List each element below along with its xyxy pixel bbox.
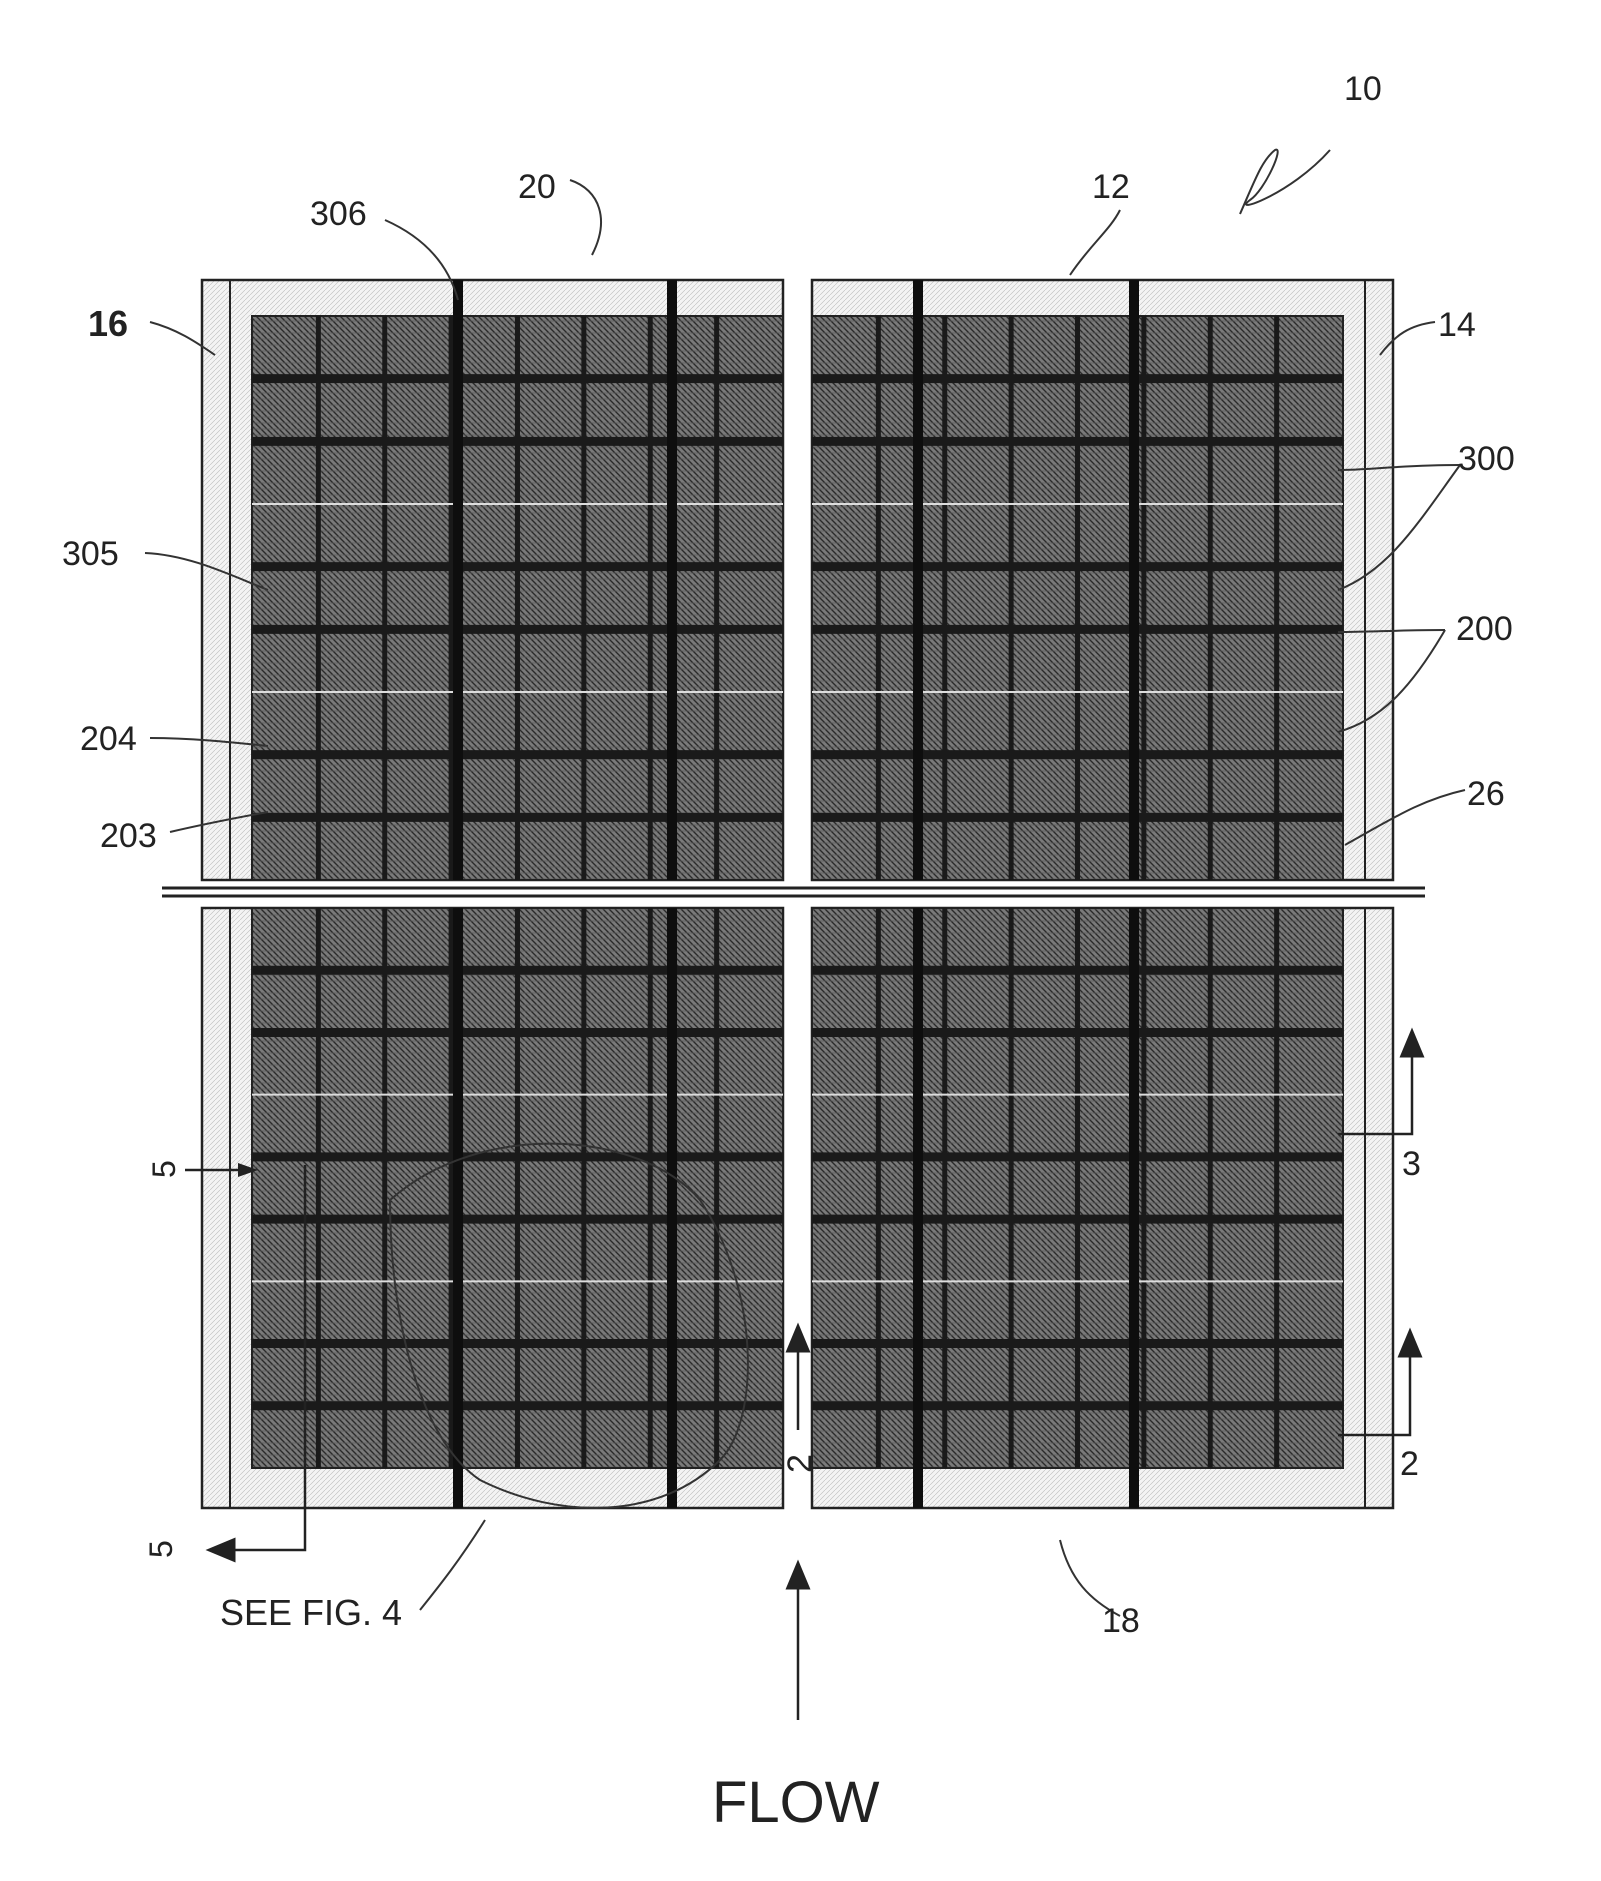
leader-10 (1240, 150, 1330, 214)
ref-306: 306 (310, 195, 367, 233)
ref-10: 10 (1344, 70, 1382, 108)
ref-16: 16 (88, 303, 128, 344)
section-5-bottom: 5 (143, 1540, 179, 1558)
ref-203: 203 (100, 817, 157, 855)
section-2-left: 2 (781, 1454, 819, 1473)
ref-204: 204 (80, 720, 137, 758)
leader-12 (1070, 210, 1120, 275)
ref-300: 300 (1458, 440, 1515, 478)
ref-14: 14 (1438, 306, 1476, 344)
section-2-right: 2 (1400, 1445, 1419, 1483)
break-line (162, 888, 1425, 896)
ref-20: 20 (518, 168, 556, 206)
section-5-top: 5 (146, 1160, 182, 1178)
ref-18: 18 (1102, 1602, 1140, 1640)
ref-26: 26 (1467, 775, 1505, 813)
see-fig-leader (420, 1520, 485, 1610)
leader-20 (570, 180, 601, 255)
ref-305: 305 (62, 535, 119, 573)
ref-200: 200 (1456, 610, 1513, 648)
flow-label: FLOW (712, 1770, 880, 1835)
section-3: 3 (1402, 1145, 1421, 1183)
ref-12: 12 (1092, 168, 1130, 206)
mesh-panels (252, 316, 1343, 1468)
see-fig-4: SEE FIG. 4 (220, 1592, 402, 1633)
